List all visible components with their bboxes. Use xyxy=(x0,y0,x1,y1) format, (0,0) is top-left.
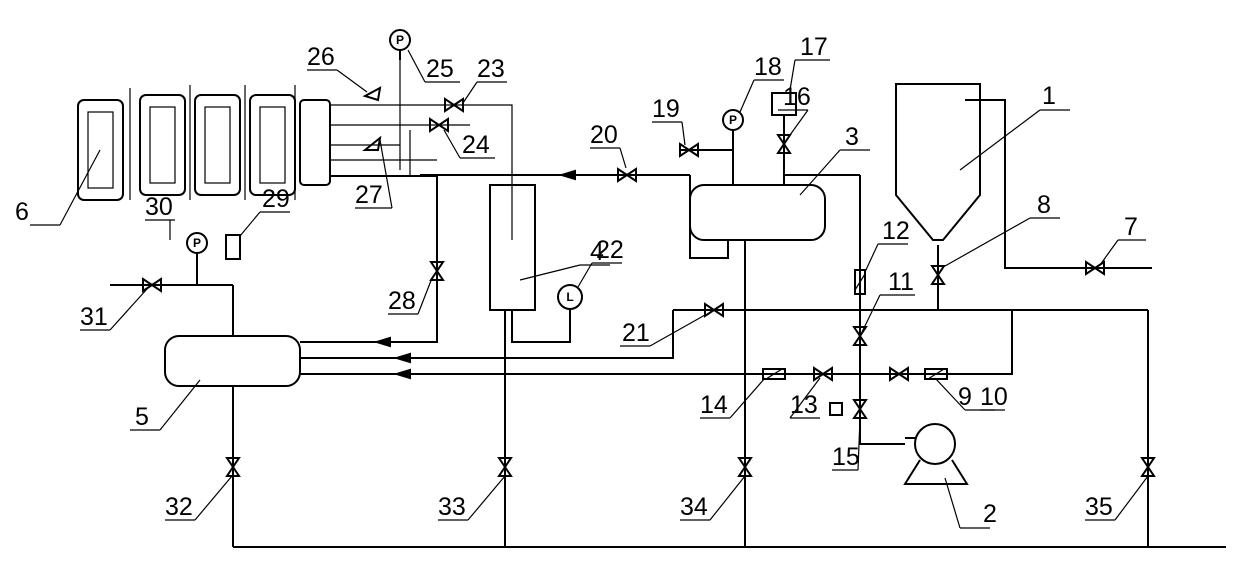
check-valve-26 xyxy=(362,86,382,102)
label-19: 19 xyxy=(652,95,680,123)
valve-34 xyxy=(737,457,753,477)
sensor-29 xyxy=(225,234,241,260)
label-21: 21 xyxy=(622,319,650,347)
gauge-letter-22: L xyxy=(566,290,573,304)
valve-23 xyxy=(444,97,464,113)
valve-33 xyxy=(497,457,513,477)
vessel-3 xyxy=(689,184,826,241)
label-5: 5 xyxy=(135,403,149,431)
label-35: 35 xyxy=(1085,493,1113,521)
pressure-gauge-30: P xyxy=(186,232,208,254)
valve-31 xyxy=(142,277,162,293)
label-24: 24 xyxy=(462,131,490,159)
line-21 xyxy=(300,310,674,359)
valve-13 xyxy=(813,366,833,382)
separator-5 xyxy=(164,335,301,387)
valve-20 xyxy=(617,167,637,183)
label-15: 15 xyxy=(832,443,860,471)
valve-19 xyxy=(679,142,699,158)
valve-11 xyxy=(852,326,868,346)
valve-32 xyxy=(225,457,241,477)
label-17: 17 xyxy=(800,33,828,61)
valve-16 xyxy=(776,134,792,154)
label-27: 27 xyxy=(355,181,383,209)
valve-15 xyxy=(852,399,868,419)
gauge-letter-25: P xyxy=(396,33,404,47)
label-6: 6 xyxy=(15,198,29,226)
valve-8 xyxy=(930,265,946,285)
pump-riser xyxy=(859,175,905,445)
check-valve-27 xyxy=(362,135,382,151)
tank-1 xyxy=(895,83,981,241)
pressure-gauge-18: P xyxy=(722,109,744,131)
label-13: 13 xyxy=(790,391,818,419)
level-gauge-22: L xyxy=(557,284,583,310)
label-23: 23 xyxy=(477,55,505,83)
label-30: 30 xyxy=(145,193,173,221)
label-26: 26 xyxy=(307,43,335,71)
flowmeter-12 xyxy=(854,269,866,295)
label-28: 28 xyxy=(388,287,416,315)
label-9: 9 xyxy=(958,383,972,411)
valve-7 xyxy=(1085,260,1105,276)
label-34: 34 xyxy=(680,493,708,521)
label-2: 2 xyxy=(983,500,997,528)
column-6 xyxy=(77,85,331,201)
tank-dip-pipe xyxy=(965,99,1152,269)
line-28 xyxy=(300,175,438,343)
actuator-15 xyxy=(829,402,843,416)
label-10: 10 xyxy=(980,383,1008,411)
label-22: 22 xyxy=(596,236,624,264)
label-31: 31 xyxy=(80,303,108,331)
flowmeter-14 xyxy=(762,368,786,380)
label-18: 18 xyxy=(754,53,782,81)
valve-24 xyxy=(429,117,449,133)
label-8: 8 xyxy=(1037,191,1051,219)
valve-9 xyxy=(889,366,909,382)
pressure-gauge-25: P xyxy=(389,29,411,51)
label-29: 29 xyxy=(262,185,290,213)
label-25: 25 xyxy=(426,55,454,83)
leader-lines xyxy=(30,49,1149,529)
valve-35 xyxy=(1140,457,1156,477)
column-line-a xyxy=(330,104,513,240)
label-12: 12 xyxy=(882,217,910,245)
label-14: 14 xyxy=(700,391,728,419)
level-line xyxy=(511,310,571,343)
label-20: 20 xyxy=(590,121,618,149)
label-3: 3 xyxy=(845,123,859,151)
label-4: 4 xyxy=(590,238,604,266)
label-32: 32 xyxy=(165,493,193,521)
label-7: 7 xyxy=(1124,213,1138,241)
valve-21 xyxy=(704,302,724,318)
label-11: 11 xyxy=(888,268,914,296)
label-16: 16 xyxy=(783,83,811,111)
gauge-letter-30: P xyxy=(193,236,201,250)
gauge-letter-18: P xyxy=(729,113,737,127)
return-line-374 xyxy=(300,310,1013,375)
label-1: 1 xyxy=(1042,82,1056,110)
label-33: 33 xyxy=(438,493,466,521)
pump-2 xyxy=(903,423,969,485)
vessel-4 xyxy=(489,184,536,311)
